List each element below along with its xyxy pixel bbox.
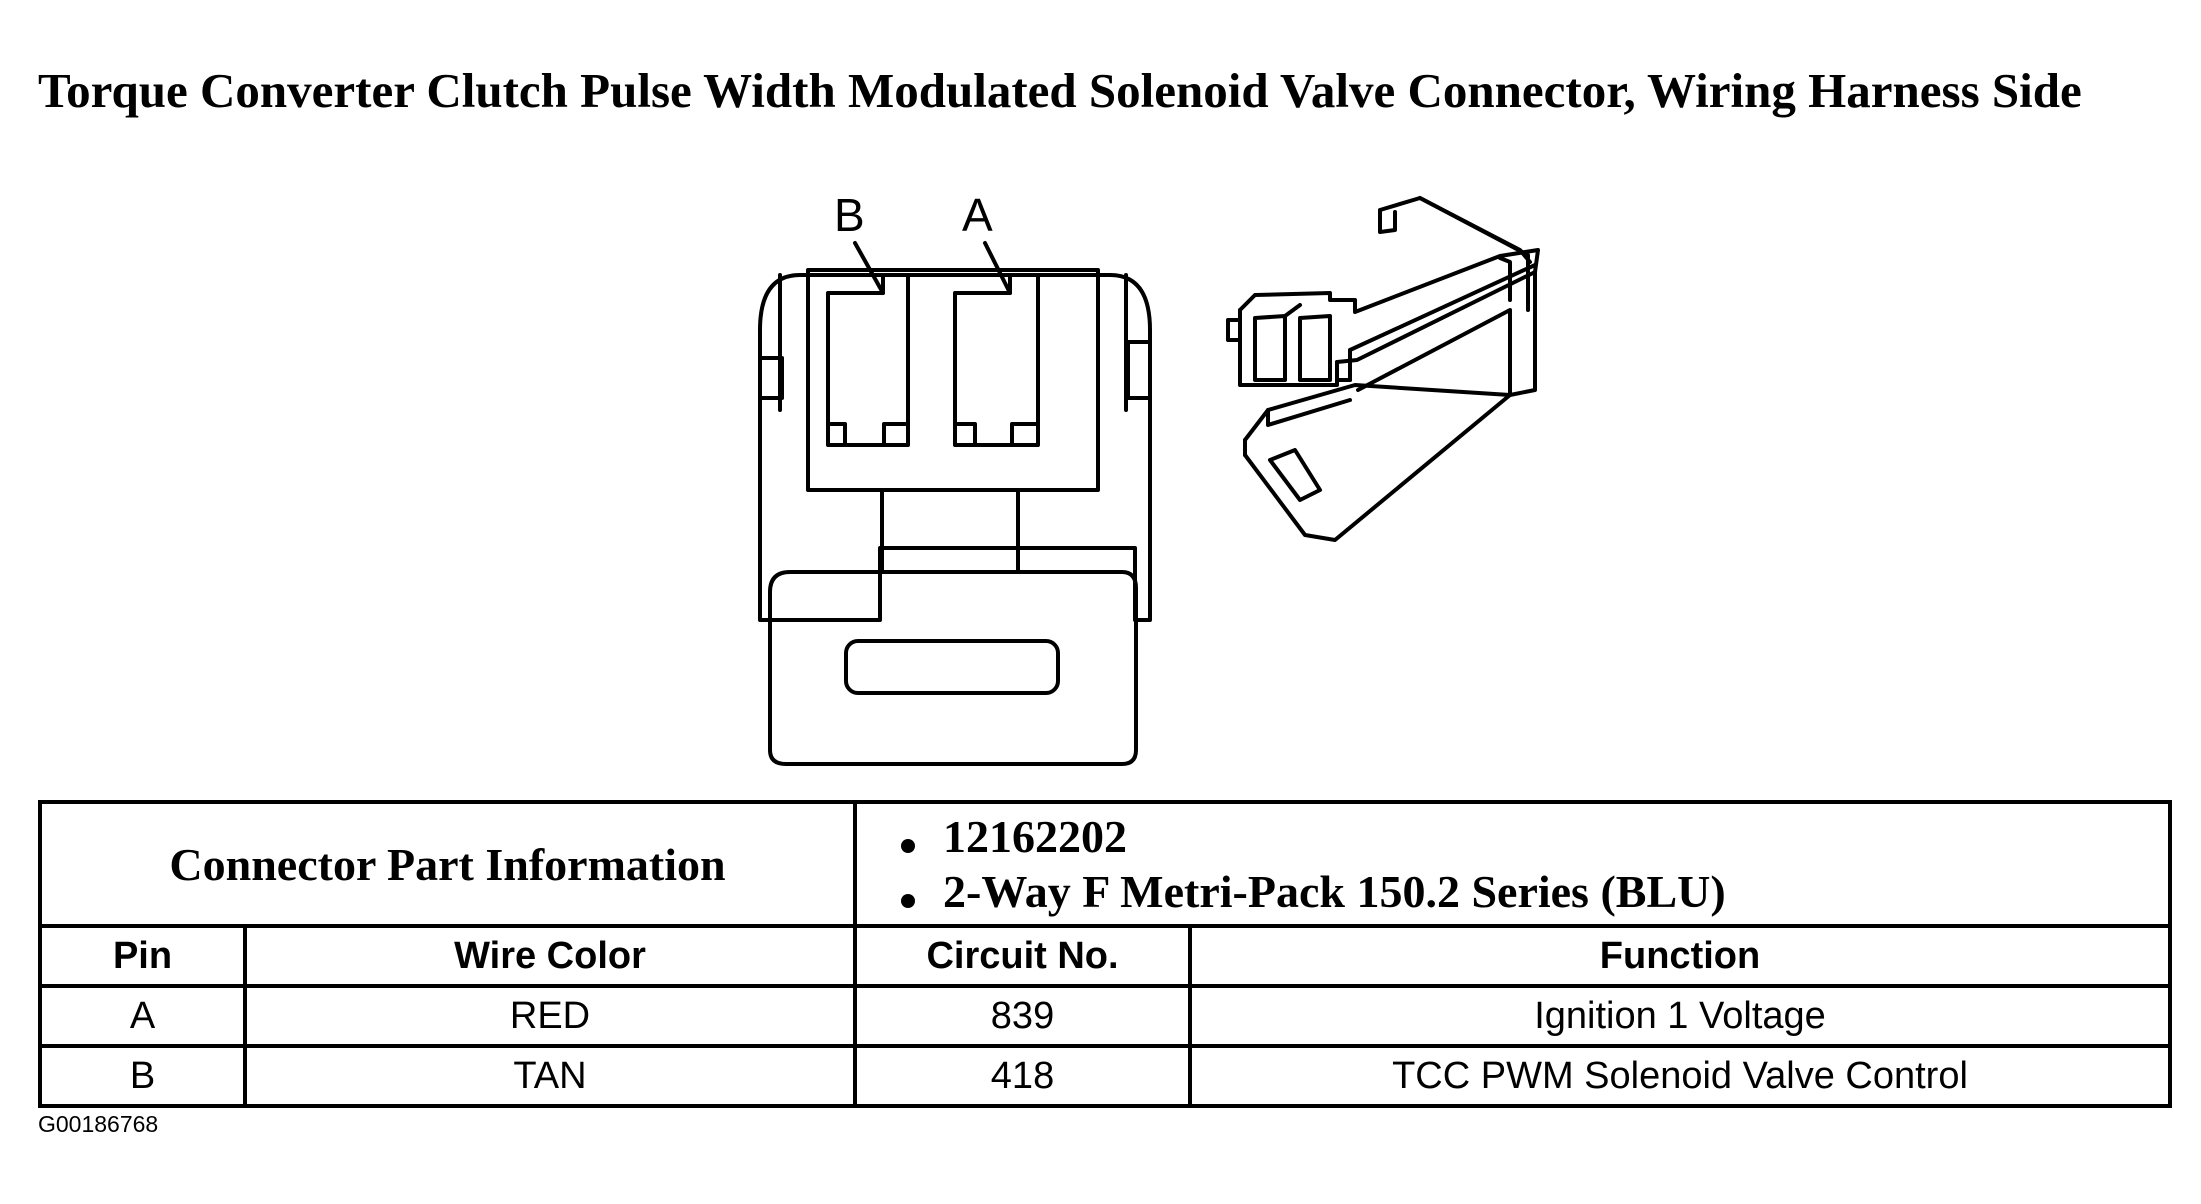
- part-number: 12162202: [901, 809, 2168, 864]
- header-wire-color: Wire Color: [243, 924, 857, 988]
- connector-iso-view: [1226, 196, 1540, 542]
- pin-a-leader: [983, 241, 1012, 295]
- pin-label-a: A: [962, 189, 993, 241]
- table-header-row: Pin Wire Color Circuit No. Function: [38, 924, 2172, 988]
- table-row: A RED 839 Ignition 1 Voltage: [38, 984, 2172, 1048]
- cell-function: Ignition 1 Voltage: [1188, 984, 2172, 1048]
- cell-wire-color: TAN: [243, 1044, 857, 1108]
- cell-function: TCC PWM Solenoid Valve Control: [1188, 1044, 2172, 1108]
- connector-front-view: [758, 241, 1152, 766]
- cell-wire-color: RED: [243, 984, 857, 1048]
- pin-b-leader: [853, 241, 885, 295]
- pin-label-b: B: [834, 189, 865, 241]
- connector-diagram: B A: [758, 189, 1540, 766]
- cavity-a: [953, 273, 1040, 447]
- header-pin: Pin: [38, 924, 247, 988]
- cell-circuit-no: 839: [853, 984, 1192, 1048]
- cavity-b: [826, 273, 910, 447]
- header-circuit-no: Circuit No.: [853, 924, 1192, 988]
- diagram-title: Torque Converter Clutch Pulse Width Modu…: [38, 63, 2082, 118]
- cell-pin: A: [38, 984, 247, 1048]
- connector-part-info-details: 12162202 2-Way F Metri-Pack 150.2 Series…: [853, 800, 2172, 928]
- table-row: B TAN 418 TCC PWM Solenoid Valve Control: [38, 1044, 2172, 1108]
- figure-id: G00186768: [38, 1111, 159, 1137]
- connector-series: 2-Way F Metri-Pack 150.2 Series (BLU): [901, 864, 2168, 919]
- cell-circuit-no: 418: [853, 1044, 1192, 1108]
- header-function: Function: [1188, 924, 2172, 988]
- connector-info-table: Connector Part Information 12162202 2-Wa…: [38, 800, 2172, 1108]
- connector-part-info-label: Connector Part Information: [38, 800, 857, 928]
- cell-pin: B: [38, 1044, 247, 1108]
